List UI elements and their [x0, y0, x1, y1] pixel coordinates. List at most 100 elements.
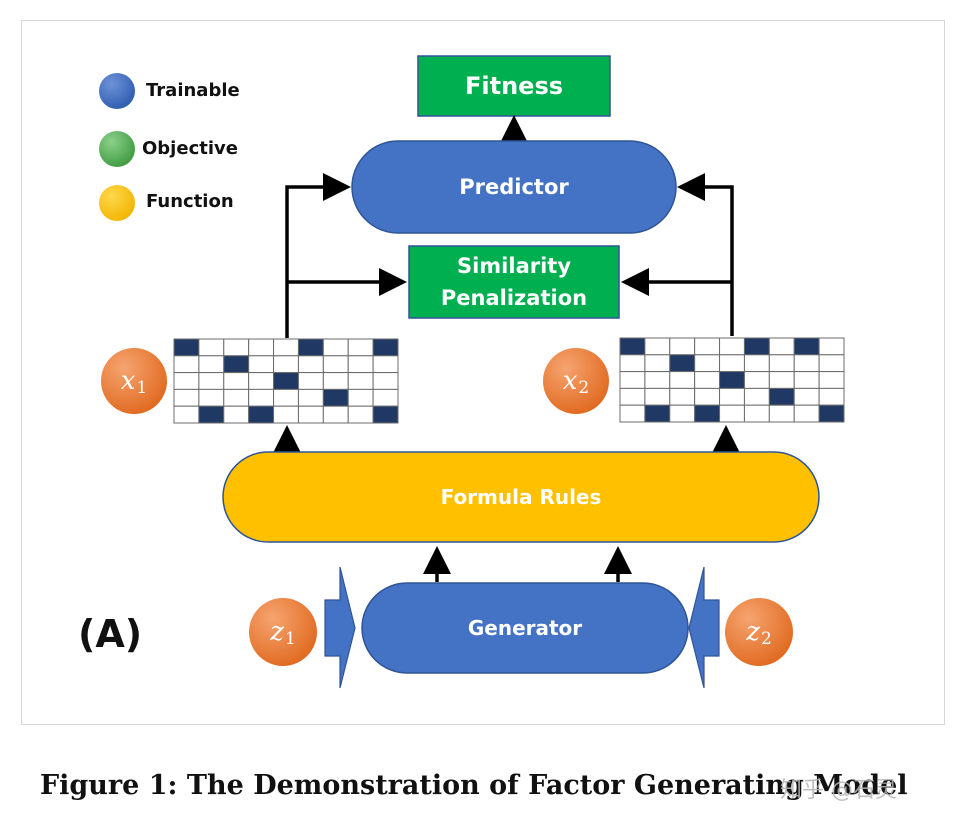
matrix-x1-cell — [297, 388, 324, 407]
matrix-x2-cell — [743, 387, 770, 406]
matrix-x1-cell — [173, 405, 200, 424]
matrix-x2-cell — [768, 387, 795, 406]
matrix-x1-cell — [173, 388, 200, 407]
matrix-x1-cell — [372, 405, 399, 424]
matrix-x2-cell — [669, 387, 696, 406]
matrix-x1-cell — [248, 388, 275, 407]
matrix-x1-cell — [173, 338, 200, 357]
matrix-x1-cell — [198, 388, 225, 407]
matrix-x2-cell — [669, 354, 696, 373]
matrix-x1-cell — [347, 405, 374, 424]
matrix-x1 — [173, 338, 399, 424]
matrix-x1-cell — [372, 372, 399, 390]
matrix-x2-cell — [644, 404, 671, 423]
matrix-x1-cell — [347, 355, 374, 374]
matrix-x2-cell — [743, 404, 770, 423]
matrix-x2-cell — [768, 337, 795, 356]
matrix-x2-cell — [669, 371, 696, 389]
matrix-x1-cell — [198, 372, 225, 390]
similarity-label-line2: Penalization — [440, 286, 588, 310]
matrix-x1-cell — [347, 338, 374, 357]
matrix-x2-cell — [619, 371, 646, 389]
matrix-x2-cell — [719, 354, 745, 373]
matrix-x2-cell — [743, 371, 770, 389]
matrix-x2-cell — [719, 404, 745, 423]
matrix-x2-cell — [793, 387, 820, 406]
matrix-x1-cell — [372, 388, 399, 407]
matrix-x2-cell — [793, 337, 820, 356]
arrow-x2-to-predictor — [677, 173, 734, 336]
matrix-x1-cell — [347, 388, 374, 407]
matrix-x2-cell — [743, 337, 770, 356]
matrix-x1-cell — [248, 372, 275, 390]
matrix-x1-cell — [223, 405, 250, 424]
matrix-x1-cell — [248, 405, 275, 424]
matrix-x1-cell — [223, 355, 250, 374]
matrix-x2-cell — [619, 337, 646, 356]
matrix-x2-cell — [818, 371, 845, 389]
matrix-x2-cell — [669, 337, 696, 356]
generator-node — [361, 582, 689, 674]
matrix-x2-cell — [768, 404, 795, 423]
variable-x1-circle — [101, 348, 167, 414]
predictor-node — [351, 140, 677, 234]
legend-label-trainable: Trainable — [146, 80, 240, 101]
matrix-x1-cell — [273, 372, 299, 390]
watermark: 知乎 @石灵 — [780, 778, 897, 803]
figure-caption: Figure 1: The Demonstration of Factor Ge… — [40, 770, 908, 801]
fitness-label: Fitness — [464, 72, 564, 100]
matrix-x1-cell — [198, 405, 225, 424]
formula-rules-node — [222, 451, 820, 543]
matrix-x2-cell — [694, 387, 721, 406]
matrix-x2 — [619, 337, 845, 423]
arrow-x1-to-predictor — [285, 173, 351, 338]
matrix-x2-cell — [644, 387, 671, 406]
matrix-x1-cell — [223, 372, 250, 390]
matrix-x2-cell — [768, 354, 795, 373]
matrix-x2-cell — [768, 371, 795, 389]
formula-rules-label: Formula Rules — [440, 485, 602, 509]
matrix-x1-cell — [273, 355, 299, 374]
matrix-x1-cell — [273, 338, 299, 357]
matrix-x2-cell — [793, 371, 820, 389]
matrix-x1-cell — [273, 388, 299, 407]
matrix-x1-cell — [223, 338, 250, 357]
matrix-x1-cell — [322, 372, 349, 390]
matrix-x1-cell — [372, 355, 399, 374]
matrix-x2-cell — [694, 371, 721, 389]
matrix-x1-cell — [173, 372, 200, 390]
matrix-x2-cell — [719, 387, 745, 406]
matrix-x2-cell — [694, 354, 721, 373]
matrix-x1-cell — [273, 405, 299, 424]
legend-dot-trainable — [99, 73, 135, 109]
matrix-x1-cell — [198, 338, 225, 357]
input-arrow-z2 — [688, 566, 720, 689]
matrix-x1-cell — [372, 338, 399, 357]
matrix-x1-cell — [347, 372, 374, 390]
matrix-x2-cell — [719, 337, 745, 356]
matrix-x2-cell — [818, 387, 845, 406]
matrix-x2-cell — [694, 337, 721, 356]
matrix-x1-cell — [198, 355, 225, 374]
similarity-penalization-box — [408, 245, 620, 319]
matrix-x2-cell — [818, 337, 845, 356]
legend-dot-function — [99, 185, 135, 221]
predictor-label: Predictor — [459, 175, 569, 199]
matrix-x2-cell — [719, 371, 745, 389]
variable-z1-circle — [249, 598, 317, 666]
similarity-label-line1: Similarity — [456, 254, 572, 278]
matrix-x1-cell — [248, 338, 275, 357]
variable-x2-circle — [543, 348, 609, 414]
matrix-x2-cell — [644, 354, 671, 373]
matrix-x1-cell — [322, 388, 349, 407]
legend-label-objective: Objective — [142, 138, 238, 159]
matrix-x1-cell — [297, 372, 324, 390]
matrix-x2-cell — [743, 354, 770, 373]
matrix-x2-cell — [793, 354, 820, 373]
matrix-x1-cell — [322, 338, 349, 357]
matrix-x2-cell — [818, 354, 845, 373]
matrix-x1-cell — [322, 355, 349, 374]
